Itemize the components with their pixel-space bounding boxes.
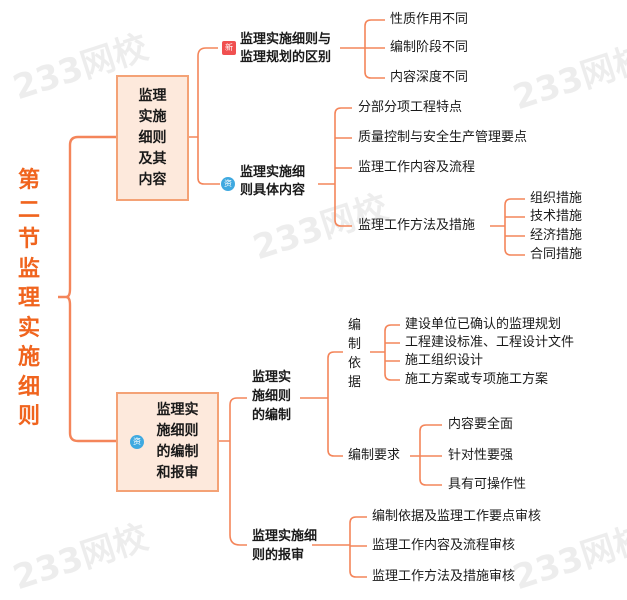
new-badge-icon: 新 xyxy=(222,41,236,55)
branch-compile[interactable]: 监理实 施细则 的编制 xyxy=(252,370,292,423)
leaf[interactable]: 编制依据及监理工作要点审核 xyxy=(372,509,542,524)
section1-node[interactable]: 监理 实施 细则 及其 内容 xyxy=(116,75,189,201)
leaf[interactable]: 编制阶段不同 xyxy=(390,40,469,55)
resource-badge-icon: 资 xyxy=(221,177,235,191)
leaf[interactable]: 合同措施 xyxy=(530,247,583,262)
leaf[interactable]: 建设单位已确认的监理规划 xyxy=(405,317,562,332)
leaf[interactable]: 性质作用不同 xyxy=(390,12,469,27)
leaf[interactable]: 施工方案或专项施工方案 xyxy=(405,372,549,387)
leaf[interactable]: 质量控制与安全生产管理要点 xyxy=(358,130,528,145)
leaf[interactable]: 监理工作方法及措施审核 xyxy=(372,569,516,584)
leaf[interactable]: 技术措施 xyxy=(530,209,583,224)
leaf[interactable]: 分部分项工程特点 xyxy=(358,100,463,115)
leaf[interactable]: 具有可操作性 xyxy=(448,477,527,492)
section1-title: 监理 实施 细则 及其 内容 xyxy=(138,87,167,188)
leaf[interactable]: 经济措施 xyxy=(530,228,583,243)
leaf[interactable]: 监理工作内容及流程 xyxy=(358,160,476,175)
branch-difference[interactable]: 监理实施细则与 监理规划的区别 xyxy=(240,32,332,65)
leaf[interactable]: 监理工作方法及措施 xyxy=(358,218,476,233)
leaf[interactable]: 内容要全面 xyxy=(448,417,514,432)
section2-node[interactable]: 监理实 施细则 的编制 和报审 xyxy=(116,392,219,492)
leaf[interactable]: 施工组织设计 xyxy=(405,353,484,368)
leaf[interactable]: 工程建设标准、工程设计文件 xyxy=(405,335,575,350)
branch-review[interactable]: 监理实施细 则的报审 xyxy=(252,529,318,563)
requirements-label[interactable]: 编制要求 xyxy=(348,448,401,463)
leaf[interactable]: 针对性要强 xyxy=(448,448,514,463)
basis-label[interactable]: 编制依据 xyxy=(348,318,362,390)
root-title: 第二节监理实施细则 xyxy=(17,168,40,429)
branch-content[interactable]: 监理实施细 则具体内容 xyxy=(240,165,306,198)
leaf[interactable]: 监理工作内容及流程审核 xyxy=(372,538,516,553)
leaf[interactable]: 内容深度不同 xyxy=(390,70,469,85)
leaf[interactable]: 组织措施 xyxy=(530,191,583,206)
section2-title: 监理实 施细则 的编制 和报审 xyxy=(156,402,199,481)
resource-badge-icon: 资 xyxy=(130,435,144,449)
